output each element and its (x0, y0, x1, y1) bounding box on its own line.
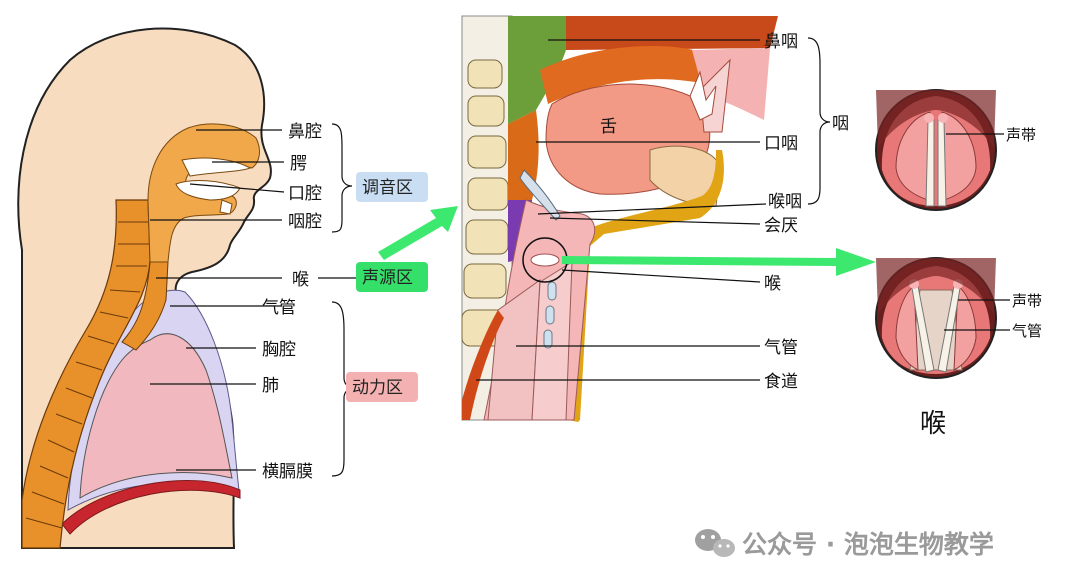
label-laryngopharynx: 喉咽 (768, 192, 802, 212)
label-bottom-vocal-cords: 声带 (1012, 292, 1042, 310)
label-lung: 肺 (262, 376, 279, 396)
watermark: 公众号 · 泡泡生物教学 (695, 529, 994, 559)
label-larynx: 喉 (292, 270, 309, 290)
vocal-folds-small (531, 254, 559, 266)
watermark-text: 公众号 · 泡泡生物教学 (742, 530, 994, 559)
nasal-roof (566, 16, 778, 50)
arrow-to-section (378, 206, 458, 260)
label-thoracic-cavity: 胸腔 (262, 340, 296, 360)
brace-tuning (332, 124, 352, 232)
larynx-view-open (876, 258, 996, 378)
label-trachea-mid: 气管 (764, 338, 798, 358)
sagittal-section: 舌 鼻咽 口咽 喉咽 会厌 喉 气管 食道 咽 (462, 16, 849, 422)
brace-pharynx (808, 38, 830, 204)
larynx-views: 声带 声带 气管 喉 (876, 90, 1042, 439)
label-tongue: 舌 (600, 117, 617, 137)
larynx-view-closed (876, 90, 996, 210)
tag-source-zone: 声源区 (362, 268, 413, 288)
label-esophagus: 食道 (764, 372, 798, 392)
label-pharynx-group: 咽 (832, 114, 849, 134)
label-nasal-cavity: 鼻腔 (288, 122, 322, 142)
label-top-vocal-cords: 声带 (1006, 126, 1036, 144)
label-palate: 腭 (290, 154, 307, 174)
head-torso-figure: 鼻腔 腭 口腔 咽腔 喉 气管 胸腔 肺 横膈膜 调音区 声源区 动力区 (18, 29, 428, 548)
label-nasopharynx: 鼻咽 (764, 32, 798, 52)
label-bottom-trachea: 气管 (1012, 322, 1042, 340)
tag-power-zone: 动力区 (352, 378, 403, 398)
label-oropharynx: 口咽 (764, 134, 798, 154)
label-epiglottis: 会厌 (764, 216, 798, 236)
wechat-icon (695, 529, 735, 557)
label-diaphragm: 横膈膜 (262, 462, 313, 482)
label-pharyngeal-cavity: 咽腔 (288, 212, 322, 232)
label-larynx-mid: 喉 (764, 274, 781, 294)
caption-larynx: 喉 (920, 409, 946, 439)
label-trachea: 气管 (262, 298, 296, 318)
tag-tuning-zone: 调音区 (362, 178, 413, 198)
label-oral-cavity: 口腔 (288, 184, 322, 204)
